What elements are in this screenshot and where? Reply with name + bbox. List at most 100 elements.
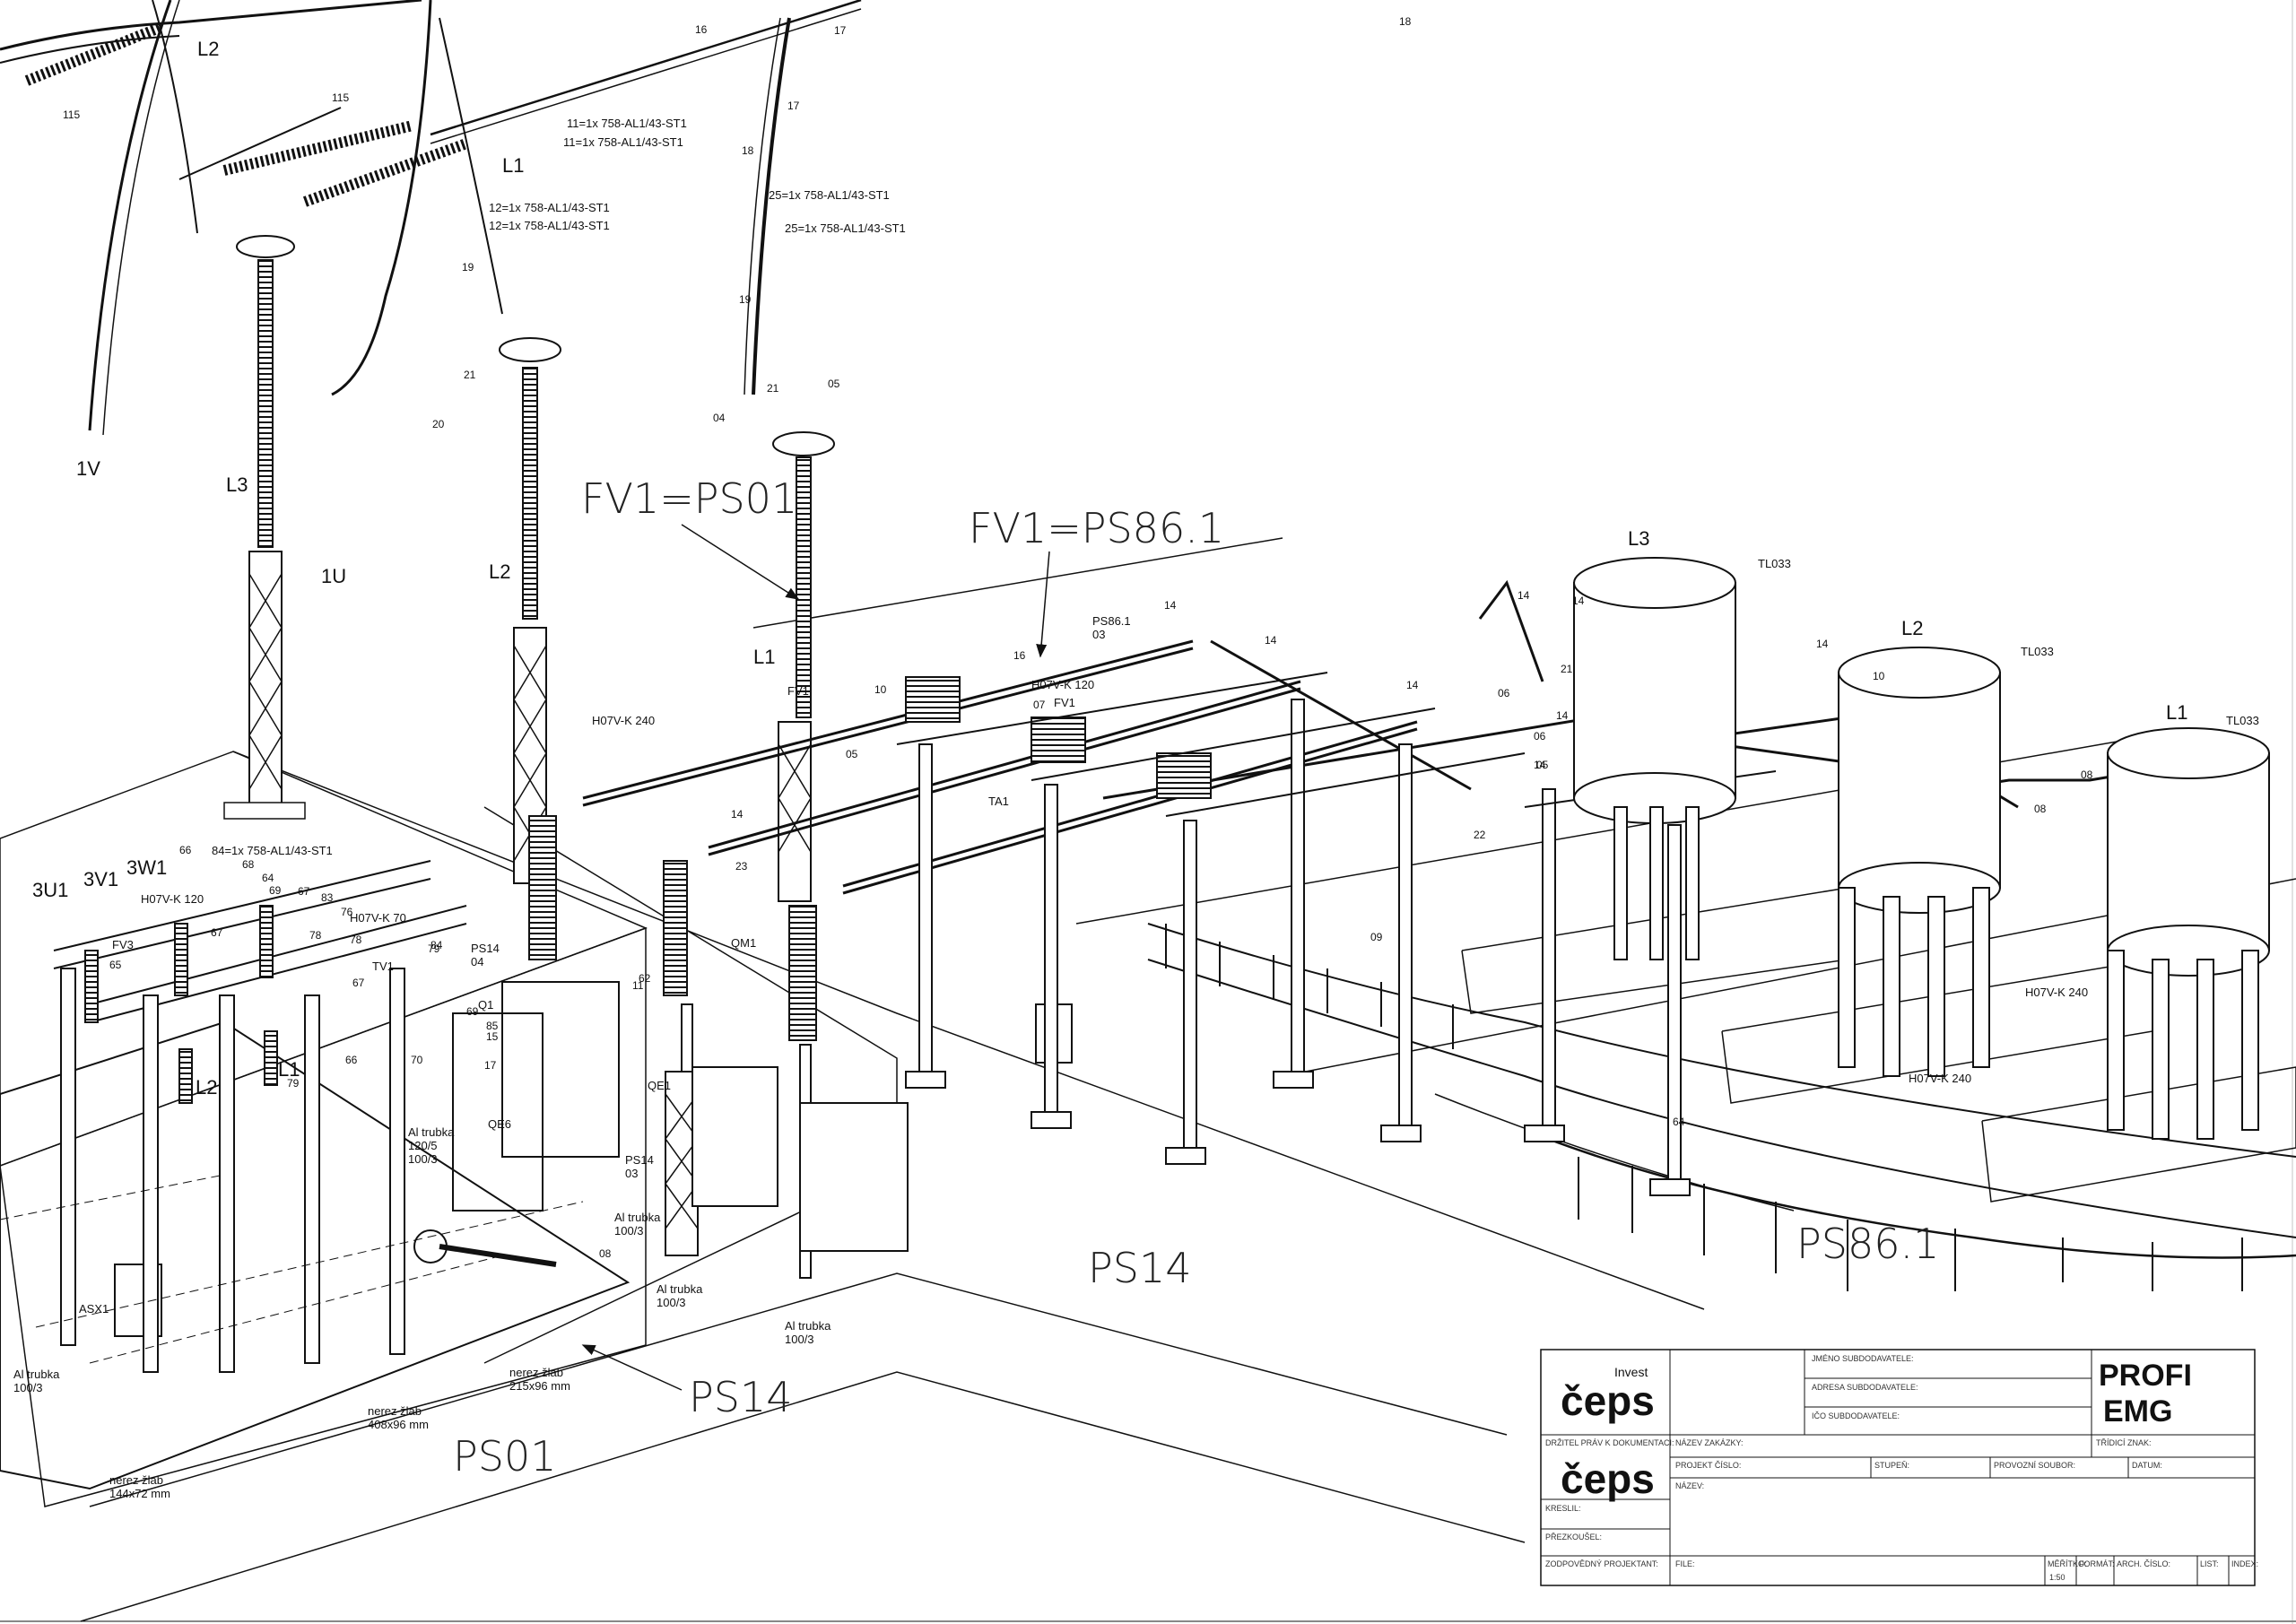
spec-11a: 11=1x 758-AL1/43-ST1 [567, 117, 687, 130]
item-number: 14 [1556, 709, 1569, 722]
label-fv1-ps861: FV1=PS86.1 [969, 504, 1224, 552]
item-number: 17 [787, 100, 800, 112]
spec-tl033-l1: TL033 [2226, 714, 2259, 727]
label-3v1: 3V1 [83, 868, 118, 890]
item-number: 21 [464, 369, 476, 381]
item-number: 06 [1534, 730, 1546, 743]
item-number: 64 [262, 872, 274, 884]
spec-h07v-240-c: H07V-K 240 [1909, 1072, 1971, 1085]
conductor-specs: 11=1x 758-AL1/43-ST1 11=1x 758-AL1/43-ST… [141, 117, 2259, 1085]
phase-l1-col: L1 [753, 646, 775, 668]
spec-h07v-70: H07V-K 70 [350, 911, 406, 925]
tb-stupen: STUPEŇ: [1874, 1461, 1909, 1470]
label-1u: 1U [321, 565, 346, 587]
item-number: 15 [486, 1030, 499, 1043]
item-number: 11 [632, 979, 644, 992]
phase-l1-reactor: L1 [2166, 701, 2187, 724]
item-number: 05 [828, 378, 840, 390]
tb-meritko: MĚŘÍTKO: [2048, 1559, 2087, 1568]
air-core-reactor-l1 [2107, 727, 2270, 1140]
fence [1147, 923, 2296, 1291]
tb-zodpovedny: ZODPOVĚDNÝ PROJEKTANT: [1545, 1559, 1658, 1568]
item-number: 18 [1399, 15, 1412, 28]
label-fv1-ps01: FV1=PS01 [581, 474, 797, 523]
item-number: 14 [1265, 634, 1277, 647]
item-number: 16 [695, 23, 708, 36]
item-number: 62 [639, 972, 651, 985]
logo-ceps-2: čeps [1561, 1455, 1655, 1502]
insulator-strings [24, 22, 469, 207]
spec-h07v-240: H07V-K 240 [592, 714, 655, 727]
tb-datum: DATUM: [2132, 1461, 2162, 1470]
item-number: 79 [287, 1077, 300, 1090]
label-ps14-mid: PS14 [1088, 1244, 1191, 1292]
tb-projekt-cislo: PROJEKT ČÍSLO: [1675, 1461, 1741, 1470]
item-number: 70 [411, 1054, 423, 1066]
item-number: 17 [484, 1059, 497, 1072]
item-number: 22 [1474, 829, 1486, 841]
item-number: 84 [430, 939, 443, 951]
tb-prezkousel: PŘEZKOUŠEL: [1545, 1533, 1602, 1541]
item-number: 76 [341, 906, 353, 918]
item-number: 83 [321, 891, 334, 904]
tb-ico: IČO SUBDODAVATELE: [1812, 1411, 1900, 1420]
spec-12a: 12=1x 758-AL1/43-ST1 [489, 201, 610, 214]
item-number: 67 [211, 926, 223, 939]
ps01-switchgear [53, 860, 557, 1373]
tag-tv1: TV1 [372, 960, 394, 973]
logo-invest: Invest [1614, 1365, 1648, 1379]
overhead-conductors [0, 0, 862, 436]
tb-file: FILE: [1675, 1559, 1695, 1568]
item-number: 67 [352, 977, 365, 989]
spec-h07v-120-left: H07V-K 120 [141, 892, 204, 906]
tag-qm1: QM1 [731, 936, 756, 950]
item-number: 08 [599, 1247, 612, 1260]
spec-h07v-120: H07V-K 120 [1031, 678, 1094, 691]
phase-l1-left: L1 [278, 1058, 300, 1081]
label-ps14-arrow: PS14 [689, 1373, 792, 1421]
phase-l3-reactor: L3 [1628, 527, 1649, 550]
tb-jmeno: JMÉNO SUBDODAVATELE: [1812, 1354, 1914, 1363]
item-number: 20 [432, 418, 445, 430]
item-number: 08 [2081, 769, 2093, 781]
spec-h07v-240-b: H07V-K 240 [2025, 986, 2088, 999]
tag-fv3: FV3 [112, 938, 134, 951]
tag-asx1: ASX1 [79, 1302, 109, 1316]
item-number: 21 [1561, 663, 1573, 675]
tb-index: INDEX: [2231, 1559, 2258, 1568]
item-number: 08 [2034, 803, 2047, 815]
label-1v: 1V [76, 457, 100, 480]
item-number: 14 [1406, 679, 1419, 691]
label-3w1: 3W1 [126, 856, 167, 879]
item-number: 14 [1534, 759, 1546, 771]
item-number: 14 [1518, 589, 1530, 602]
portal-frames [896, 672, 1777, 1196]
tag-ta1: TA1 [988, 795, 1009, 808]
cable-trays [0, 1174, 584, 1364]
tb-format: FORMÁT: [2079, 1559, 2115, 1568]
item-number: 69 [466, 1005, 479, 1018]
item-number: 05 [1536, 759, 1549, 771]
tb-provozni-soubor: PROVOZNÍ SOUBOR: [1994, 1461, 2075, 1470]
tag-q1: Q1 [478, 998, 493, 1012]
spec-84: 84=1x 758-AL1/43-ST1 [212, 844, 333, 857]
phase-l2-top: L2 [197, 38, 219, 60]
air-core-reactor-l2 [1838, 647, 2001, 1077]
item-number: 14 [1164, 599, 1177, 612]
cabinets [114, 981, 1073, 1337]
item-number: 115 [332, 91, 349, 104]
label-ps861: PS86.1 [1796, 1220, 1939, 1268]
spec-12b: 12=1x 758-AL1/43-ST1 [489, 219, 610, 232]
item-number: 10 [1873, 670, 1885, 682]
label-3u1: 3U1 [32, 879, 68, 901]
device-tags: FV1 FV1 FV3 TA1 TV1 QM1 QE1 QE6 Q1 ASX1 … [79, 614, 1131, 1316]
